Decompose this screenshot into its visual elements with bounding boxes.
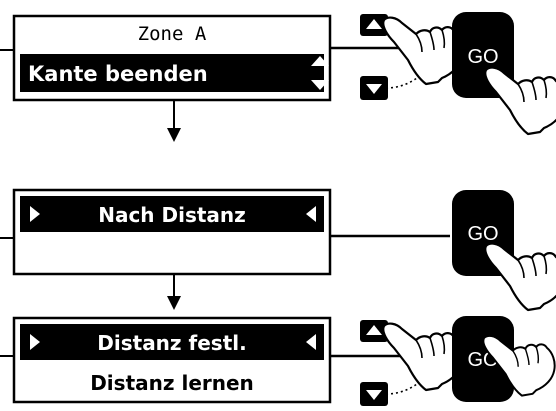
down-arrow-button-icon[interactable] xyxy=(360,76,388,100)
pointing-hand-icon xyxy=(484,66,556,136)
up-down-triangle-icon xyxy=(311,56,329,90)
lcd-highlight-bar xyxy=(20,324,324,360)
pointing-hand-icon xyxy=(484,242,556,312)
up-arrow-button-icon[interactable] xyxy=(360,14,388,36)
left-pointing-triangle-icon xyxy=(306,206,316,222)
lcd-highlight-bar xyxy=(20,196,324,232)
lcd-next-item: Distanz lernen xyxy=(90,371,254,395)
lcd-highlight-bar xyxy=(20,54,324,92)
panel-1: Zone A Kante beenden GO xyxy=(0,12,556,136)
down-arrow-icon xyxy=(167,100,181,142)
lcd-selected-item: Kante beenden xyxy=(28,62,208,86)
right-pointing-triangle-icon xyxy=(30,334,40,350)
left-pointing-triangle-icon xyxy=(306,334,316,350)
panel-2: Nach Distanz GO xyxy=(0,188,556,312)
go-label: GO xyxy=(467,46,498,68)
down-arrow-icon xyxy=(167,274,181,310)
up-arrow-button-icon[interactable] xyxy=(360,320,388,342)
right-pointing-triangle-icon xyxy=(30,206,40,222)
go-label: GO xyxy=(467,223,498,245)
lcd-header: Zone A xyxy=(138,23,207,45)
down-arrow-button-icon[interactable] xyxy=(360,382,388,406)
lcd-selected-item: Distanz festl. xyxy=(97,331,246,355)
lcd-selected-item: Nach Distanz xyxy=(98,203,246,227)
pointing-hand-icon xyxy=(382,16,464,86)
panel-3: Distanz festl. Distanz lernen GO xyxy=(0,316,556,406)
